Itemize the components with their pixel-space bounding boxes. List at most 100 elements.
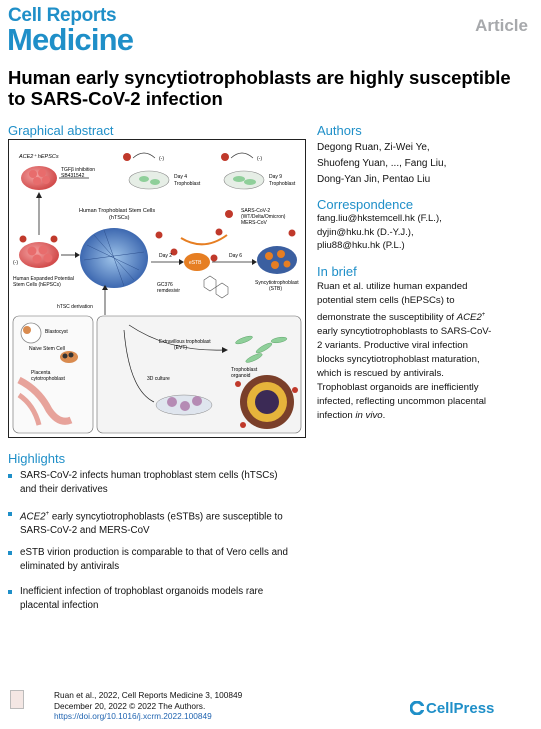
label-minus-3: (-) (13, 260, 18, 266)
label-tgf: TGFβ inhibition (61, 167, 95, 173)
label-day9: Day 9 (269, 174, 282, 180)
trophoblast-organoid (240, 375, 294, 429)
citation-line: December 20, 2022 © 2022 The Authors. (54, 700, 206, 711)
journal-name-line2: Medicine (7, 22, 134, 57)
label-remdesivir: remdesivir (157, 288, 180, 294)
page-title: Human early syncytiotrophoblasts are hig… (8, 67, 511, 109)
highlight-line: SARS-CoV-2 and MERS-CoV (20, 525, 150, 537)
brief-italic: in vivo (355, 410, 383, 422)
brief-gene: ACE2 (456, 312, 482, 324)
label-hepsc-l1: Human Expanded Potential (13, 276, 74, 282)
doi-link[interactable]: https://doi.org/10.1016/j.xcrm.2022.1008… (54, 711, 212, 721)
brief-line: infection in vivo. (317, 409, 527, 423)
stb-cell (257, 246, 297, 274)
brief-line: Ruan et al. utilize human expanded (317, 281, 468, 292)
virus-icons-top (123, 153, 229, 161)
authors-heading: Authors (317, 123, 362, 138)
publisher-logo[interactable]: CellPress (426, 700, 495, 717)
virus-icons-organoid (235, 381, 298, 428)
brief-text: demonstrate the susceptibility of (317, 312, 457, 324)
label-ace2-hepscs: ACE2⁺ hEPSCs (18, 154, 59, 160)
trophoblast-dish-day4 (128, 170, 170, 190)
highlight-sup: + (45, 511, 50, 517)
label-evt-l1: Extravillous trophoblast (159, 339, 211, 345)
label-trophoblast-day4: Trophoblast (174, 181, 201, 187)
cellpress-logo-icon (410, 701, 424, 715)
label-stb-l1: Syncytiotrophoblast (255, 280, 299, 286)
placenta-illustration (17, 376, 73, 426)
virus-icons-left (19, 235, 58, 243)
highlight-item: eSTB virion production is comparable to … (8, 546, 308, 576)
email-link[interactable]: dyjin@hku.hk (D.-Y.J.), (317, 226, 414, 238)
label-blastocyst: Blastocyst (45, 329, 68, 335)
email-link[interactable]: fang.liu@hkstemcell.hk (F.L.), (317, 213, 442, 224)
graphical-abstract-figure: ACE2⁺ hEPSCs TGFβ inhibition SB431542 Da… (8, 139, 306, 438)
label-variants: (WT/Delta/Omicron) (241, 214, 286, 220)
brief-line: Trophoblast organoids are inefficiently (317, 382, 479, 394)
bullet-icon (8, 551, 12, 555)
highlight-line: eSTB virion production is comparable to … (20, 547, 288, 558)
evt-cells (235, 335, 288, 363)
label-placenta-l1: Placenta (31, 370, 51, 376)
correspondence-heading: Correspondence (317, 197, 414, 212)
brief-line: infected, reflecting uncommon placental (317, 396, 487, 408)
label-estb: eSTB (189, 260, 202, 266)
label-3d-culture: 3D culture (147, 376, 170, 382)
bullet-icon (8, 474, 12, 478)
label-trophoblast-day9: Trophoblast (269, 181, 296, 187)
authors-line: Degong Ruan, Zi-Wei Ye, (317, 142, 430, 153)
label-hepsc-l2: Stem Cells (hEPSCs) (13, 282, 61, 288)
journal-name-line1: Cell Reports (8, 5, 117, 26)
brief-text: infection (317, 410, 356, 422)
label-evt-l2: (EVT) (174, 345, 187, 351)
brief-sup: + (481, 312, 486, 318)
citation-line: Ruan et al., 2022, Cell Reports Medicine… (54, 690, 243, 700)
journal-cover-icon (10, 690, 24, 709)
label-mers: MERS-CoV (241, 220, 268, 226)
highlight-line: eliminated by antivirals (20, 561, 120, 572)
brief-line: which is rescued by antivirals. (317, 368, 444, 380)
label-sars: SARS-CoV-2 (241, 208, 270, 214)
label-sb: SB431542 (61, 173, 85, 179)
label-day6: Day 6 (229, 253, 242, 259)
in-brief-heading: In brief (317, 264, 357, 279)
highlight-line: placental infection (20, 600, 99, 611)
label-htsc: Human Trophoblast Stem Cells (79, 208, 155, 214)
highlight-line: ACE2+ early syncytiotrophoblasts (eSTBs)… (20, 507, 310, 524)
highlight-item: SARS-CoV-2 infects human trophoblast ste… (8, 469, 308, 499)
htsc-colony (80, 228, 148, 288)
culture-dish-3d (155, 394, 213, 416)
email-link[interactable]: pliu88@hku.hk (P.L.) (317, 240, 405, 251)
highlights-heading: Highlights (8, 451, 66, 466)
authors-line: Dong-Yan Jin, Pentao Liu (317, 174, 431, 185)
brief-line: demonstrate the susceptibility of ACE2+ (317, 308, 527, 325)
bullet-icon (8, 512, 12, 516)
citation: Ruan et al., 2022, Cell Reports Medicine… (54, 690, 242, 722)
bullet-icon (8, 590, 12, 594)
brief-line: 2 variants. Productive viral infection (317, 340, 468, 352)
brief-text: . (382, 410, 386, 422)
label-organoid-l2: organoid (231, 373, 251, 379)
label-day2: Day 2 (159, 253, 172, 259)
label-organoid-l1: Trophoblast (231, 367, 258, 373)
inset-box-left (12, 315, 94, 434)
brief-line: blocks syncytiotrophoblast maturation, (317, 354, 480, 366)
label-day4: Day 4 (174, 174, 187, 180)
trophoblast-dish-day9 (223, 170, 265, 190)
authors-list: Degong Ruan, Zi-Wei Ye, Shuofeng Yuan, .… (317, 140, 522, 188)
label-minus-2: (-) (257, 156, 262, 162)
brief-line: potential stem cells (hEPSCs) to (317, 295, 455, 306)
antiviral-molecule (203, 275, 229, 299)
highlight-line: SARS-CoV-2 infects human trophoblast ste… (20, 470, 278, 481)
hepsc-colony-main (19, 242, 59, 268)
highlight-line: Inefficient infection of trophoblast org… (20, 586, 264, 597)
label-stb-l2: (STB) (269, 286, 282, 292)
naive-stem-cell (60, 351, 78, 363)
highlight-gene: ACE2 (20, 511, 46, 523)
label-htsc-abbr: (hTSCs) (109, 215, 130, 221)
in-brief-text: Ruan et al. utilize human expanded poten… (317, 280, 527, 423)
highlight-item: Inefficient infection of trophoblast org… (8, 585, 308, 615)
highlight-text: early syncytiotrophoblasts (eSTBs) are s… (49, 511, 283, 523)
highlight-line: and their derivatives (20, 484, 108, 495)
article-type-label: Article (475, 16, 528, 35)
